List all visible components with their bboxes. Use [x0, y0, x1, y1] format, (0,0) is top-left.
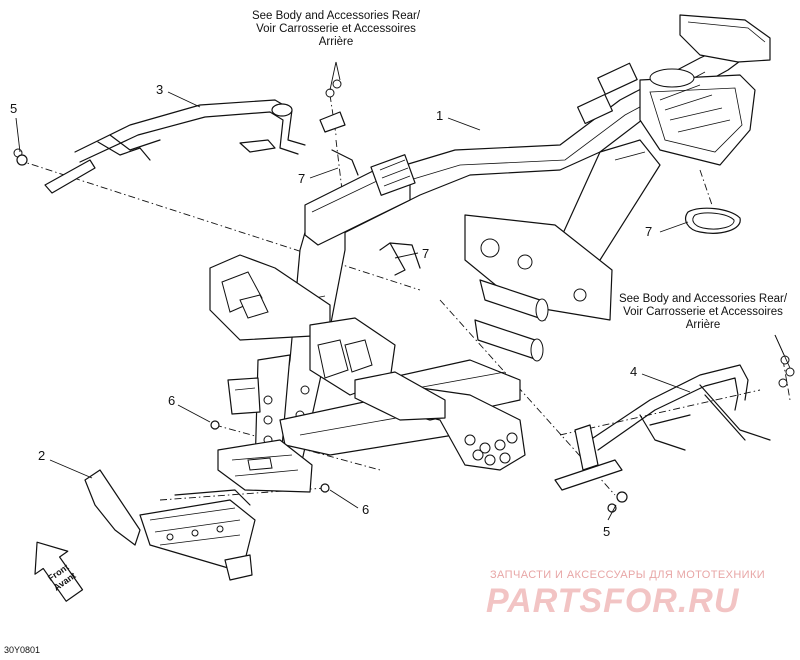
left-subframe-tube	[13, 79, 346, 194]
note-top-line-3: Arrière	[319, 36, 354, 48]
watermark-tagline: ЗАПЧАСТИ И АКСЕССУАРЫ ДЛЯ МОТОТЕХНИКИ	[490, 569, 765, 581]
callout-4: 4	[630, 364, 637, 379]
front-direction-arrow: Front Avant	[34, 541, 84, 602]
callout-5-right: 5	[603, 524, 610, 539]
note-right-line-1: See Body and Accessories Rear/	[619, 293, 788, 305]
note-top-line-1: See Body and Accessories Rear/	[252, 10, 421, 22]
note-right: See Body and Accessories Rear/ Voir Carr…	[619, 293, 788, 331]
callout-7-middle: 7	[422, 246, 429, 261]
note-right-line-3: Arrière	[686, 319, 721, 331]
right-subframe-tube	[554, 355, 795, 491]
diagram-code: 30Y0801	[4, 645, 40, 655]
callout-6-lower: 6	[362, 502, 369, 517]
note-right-line-2: Voir Carrosserie et Accessoires	[623, 306, 783, 318]
callout-5-left: 5	[10, 101, 17, 116]
fasteners	[16, 154, 628, 513]
note-top: See Body and Accessories Rear/ Voir Carr…	[252, 10, 421, 48]
leader-lines	[15, 61, 791, 521]
front-bumper	[84, 469, 256, 581]
callout-2: 2	[38, 448, 45, 463]
small-parts	[331, 149, 741, 276]
callout-3: 3	[156, 82, 163, 97]
watermark: ЗАПЧАСТИ И АКСЕССУАРЫ ДЛЯ МОТОТЕХНИКИ PA…	[486, 569, 765, 620]
note-top-line-2: Voir Carrosserie et Accessoires	[256, 23, 416, 35]
callout-7-upper: 7	[298, 171, 305, 186]
watermark-logo: PARTSFOR.RU	[486, 582, 740, 620]
callout-6-left: 6	[168, 393, 175, 408]
callout-1: 1	[436, 108, 443, 123]
callouts: 1 2 3 4 5 5 6 6 7 7 7	[10, 82, 652, 539]
main-frame	[209, 14, 771, 493]
callout-7-right: 7	[645, 224, 652, 239]
